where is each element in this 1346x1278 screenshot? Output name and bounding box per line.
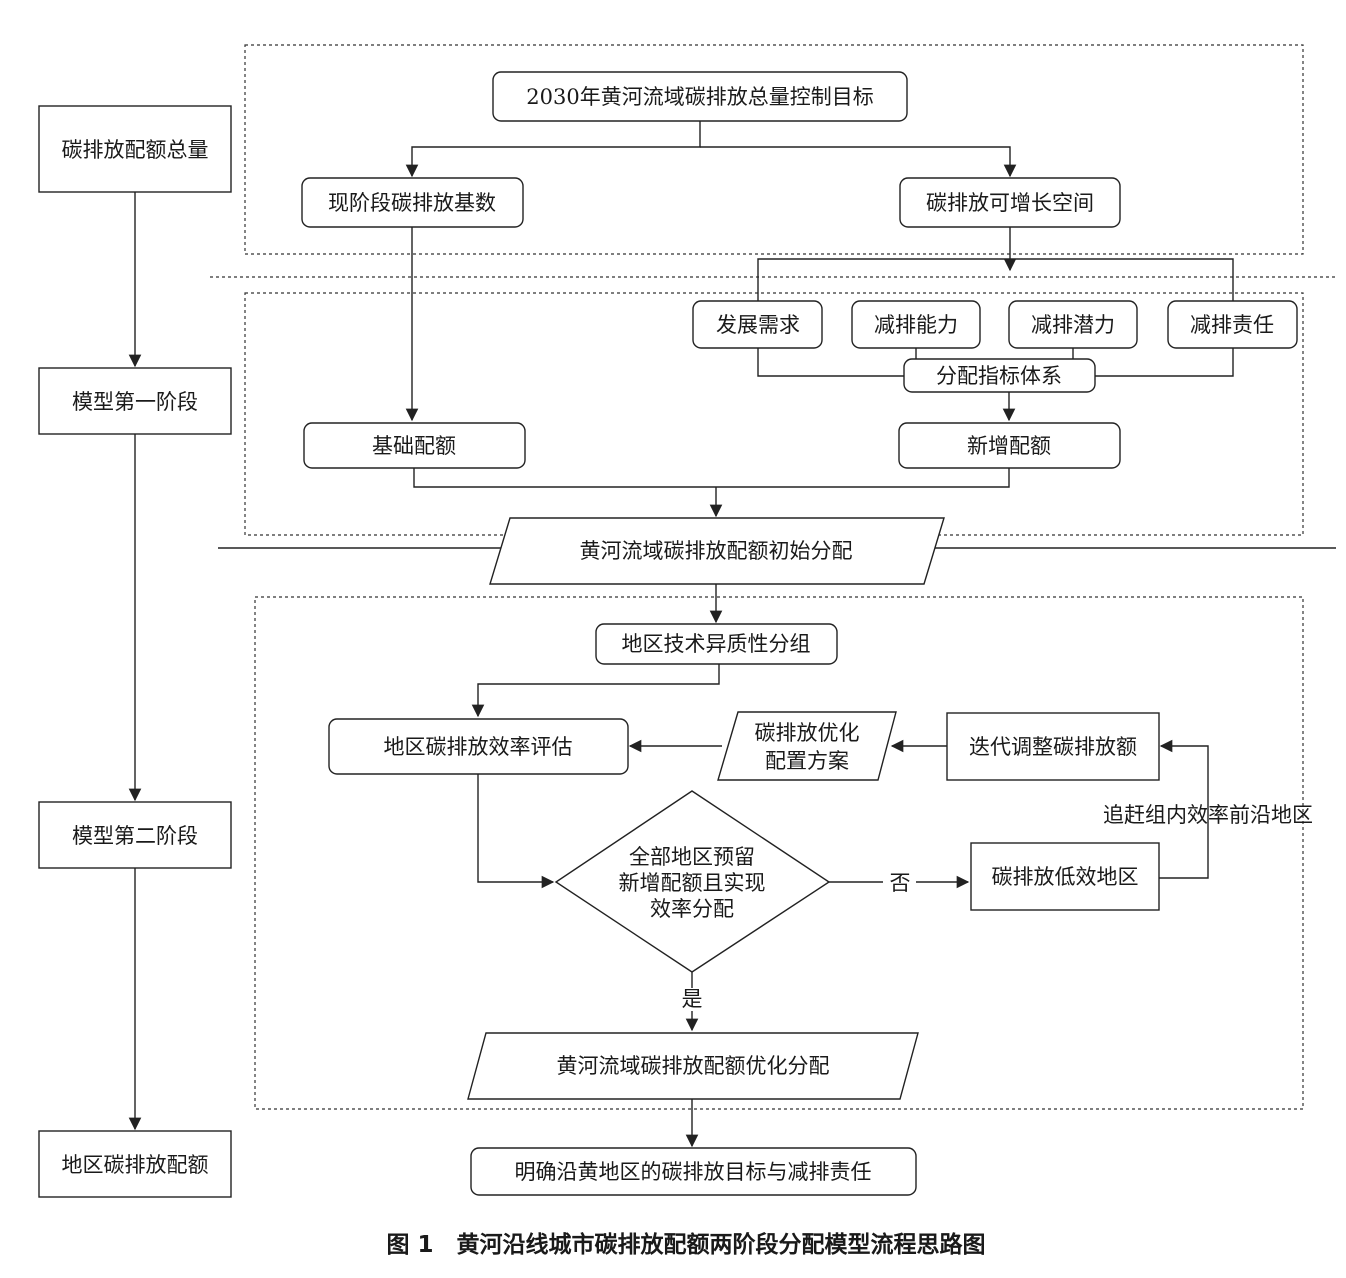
index-system-box (903, 358, 1096, 393)
decision-line1: 全部地区预留 (629, 845, 755, 869)
efficiency-eval-label: 地区碳排放效率评估 (384, 735, 573, 759)
model-stage1-label: 模型第一阶段 (72, 390, 198, 414)
growth-space-label: 碳排放可增长空间 (926, 191, 1094, 215)
new-quota-label: 新增配额 (967, 434, 1051, 458)
quota-merge-line (413, 468, 1010, 488)
target-label: 2030年黄河流域碳排放总量控制目标 (526, 85, 873, 109)
optimized-allocation-label: 黄河流域碳排放配额优化分配 (557, 1054, 830, 1078)
low-efficiency-box (970, 842, 1160, 911)
optimized-plan-line1: 碳排放优化 (755, 721, 860, 745)
decision-line2: 新增配额且实现 (619, 871, 766, 895)
total-quota-label: 碳排放配额总量 (62, 138, 209, 162)
final-goal-label: 明确沿黄地区的碳排放目标与减排责任 (515, 1160, 872, 1184)
stage1-top-frame (244, 44, 1304, 255)
indicator-capacity-label: 减排能力 (874, 313, 958, 337)
decision-line3: 效率分配 (650, 897, 734, 921)
model-stage2-label: 模型第二阶段 (72, 824, 198, 848)
target-to-growth-arrow (700, 146, 1017, 178)
low-efficiency-label: 碳排放低效地区 (992, 865, 1139, 889)
iterate-adjust-label: 迭代调整碳排放额 (969, 735, 1137, 759)
iterate-adjust-box (946, 712, 1160, 781)
yes-label: 是 (682, 987, 703, 1011)
figure-caption: 图 1 黄河沿线城市碳排放配额两阶段分配模型流程思路图 (386, 1231, 985, 1258)
indicator-box-responsibility (1167, 300, 1298, 349)
catch-up-label: 追赶组内效率前沿地区 (1103, 803, 1313, 827)
grouping-to-eval-arrow (471, 664, 720, 718)
initial-allocation-shape (489, 517, 945, 585)
indicator-responsibility-label: 减排责任 (1190, 313, 1274, 337)
current-base-label: 现阶段碳排放基数 (328, 191, 496, 215)
initial-allocation-label: 黄河流域碳排放配额初始分配 (580, 539, 853, 563)
index-system-label: 分配指标体系 (936, 364, 1062, 388)
optimized-plan-line2: 配置方案 (765, 749, 849, 773)
optimized-plan-shape (717, 711, 897, 781)
indicator-bracket-top (757, 258, 1234, 301)
optimized-allocation-shape (467, 1032, 919, 1100)
regional-quota-label: 地区碳排放配额 (62, 1153, 209, 1177)
grouping-box (595, 623, 838, 665)
final-goal-box (470, 1147, 917, 1196)
model-stage1-box (38, 367, 232, 435)
total-quota-box (38, 105, 232, 193)
indicator-development-label: 发展需求 (716, 313, 800, 337)
grouping-label: 地区技术异质性分组 (622, 632, 811, 656)
stage1-bottom-frame (244, 292, 1304, 536)
no-label: 否 (890, 871, 911, 895)
stage2-frame (254, 596, 1304, 1110)
regional-quota-box (38, 1130, 232, 1198)
eval-to-decision-arrow (477, 774, 555, 889)
indicator-potential-label: 减排潜力 (1031, 313, 1115, 337)
feedback-loop-arrow (1159, 739, 1209, 879)
target-to-base-arrow (405, 121, 701, 178)
basic-quota-label: 基础配额 (372, 434, 456, 458)
indicator-box-development (692, 300, 823, 349)
